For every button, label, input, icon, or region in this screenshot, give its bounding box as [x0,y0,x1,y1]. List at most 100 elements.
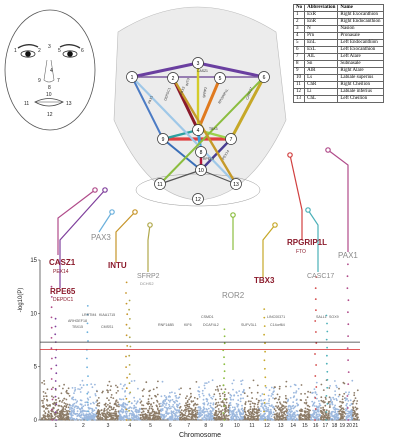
snp-point [235,416,238,419]
snp-point [255,398,258,400]
snp-point [93,409,96,412]
snp-point [63,405,66,407]
snp-point [343,382,346,385]
snp-point [203,403,206,406]
node-8: 8 [195,146,207,158]
snp-point [318,402,321,405]
snp-point [67,415,70,418]
snp-point [57,404,60,407]
gene-label-pax3: PAX3 [91,233,111,242]
snp-point [330,398,332,401]
snp-point [179,418,182,420]
snp-point [43,410,46,412]
snp-point [175,395,178,397]
snp-point [165,396,168,398]
snp-point [348,391,350,394]
snp-point [79,403,82,406]
snp-point [98,410,101,413]
snp-point [114,402,116,405]
snp-point [67,417,69,420]
snp-point [165,415,168,417]
snp-point [108,415,111,418]
snp-point [118,405,120,408]
snp-point [132,412,135,414]
peak-point-casc17 [326,370,329,373]
snp-point [108,412,111,415]
snp-point [246,395,249,397]
snp-point [140,407,143,410]
snp-point [310,416,313,419]
snp-point [225,401,228,404]
snp-point [331,417,333,420]
snp-point [163,402,166,405]
snp-point [151,405,154,408]
snp-point [91,408,94,411]
snp-point [96,416,98,418]
snp-point [153,418,155,420]
snp-point [264,412,266,415]
snp-point [257,401,260,404]
snp-point [284,418,287,421]
snp-point [163,394,166,397]
snp-point [309,409,311,412]
snp-point [86,397,89,400]
snp-point [229,396,232,399]
snp-point [270,415,273,418]
snp-point [256,415,259,418]
snp-point [228,402,231,405]
snp-point [353,394,356,397]
snp-point [167,417,170,420]
snp-point [90,383,93,385]
snp-point [281,415,284,418]
snp-point [217,388,219,391]
snp-point [313,411,316,413]
snp-point [169,407,172,410]
peak-point-pax3 [87,340,89,342]
snp-point [62,416,64,419]
peak-point-pax3 [86,313,89,316]
snp-point [181,412,184,415]
snp-point [124,395,127,398]
snp-point [294,415,297,417]
peak-point-tbx3 [264,419,267,421]
snp-point [278,396,281,398]
snp-point [353,392,356,394]
peak-point-rpgrip1l [315,364,317,366]
snp-point [96,404,99,407]
peak-point-ror2 [223,342,226,345]
snp-point [93,402,95,405]
landmark-name: Right Alare [337,67,384,75]
snp-point [243,392,246,395]
snp-point [336,408,338,411]
snp-point [42,415,45,418]
peak-point-rpe65 [54,325,57,328]
snp-point [233,415,236,417]
peak-point-tbx3 [263,333,265,336]
snp-point [43,398,46,400]
left-pupil [67,51,73,57]
node-2: 2 [167,72,179,84]
snp-point [84,410,87,412]
snp-point [222,414,225,416]
snp-point [63,415,65,417]
snp-point [82,414,85,417]
snp-point [173,402,176,404]
snp-point [212,403,215,406]
snp-point [349,404,351,407]
snp-point [94,394,97,397]
x-tick-label: 9 [220,423,223,429]
peak-point-pax1 [347,263,349,266]
snp-point [161,403,164,406]
snp-point [65,406,68,409]
snp-point [338,387,340,390]
peak-point-sfrp2 [128,327,131,329]
snp-point [87,398,90,401]
snp-point [87,403,89,406]
snp-point [269,408,272,411]
right-eyebrow [17,44,39,49]
snp-point [126,417,129,419]
snp-point [73,418,76,421]
gene-small-arhgef18: ARHGEF18 [68,319,87,323]
gene-label-sfrp2: SFRP2 [137,273,160,280]
